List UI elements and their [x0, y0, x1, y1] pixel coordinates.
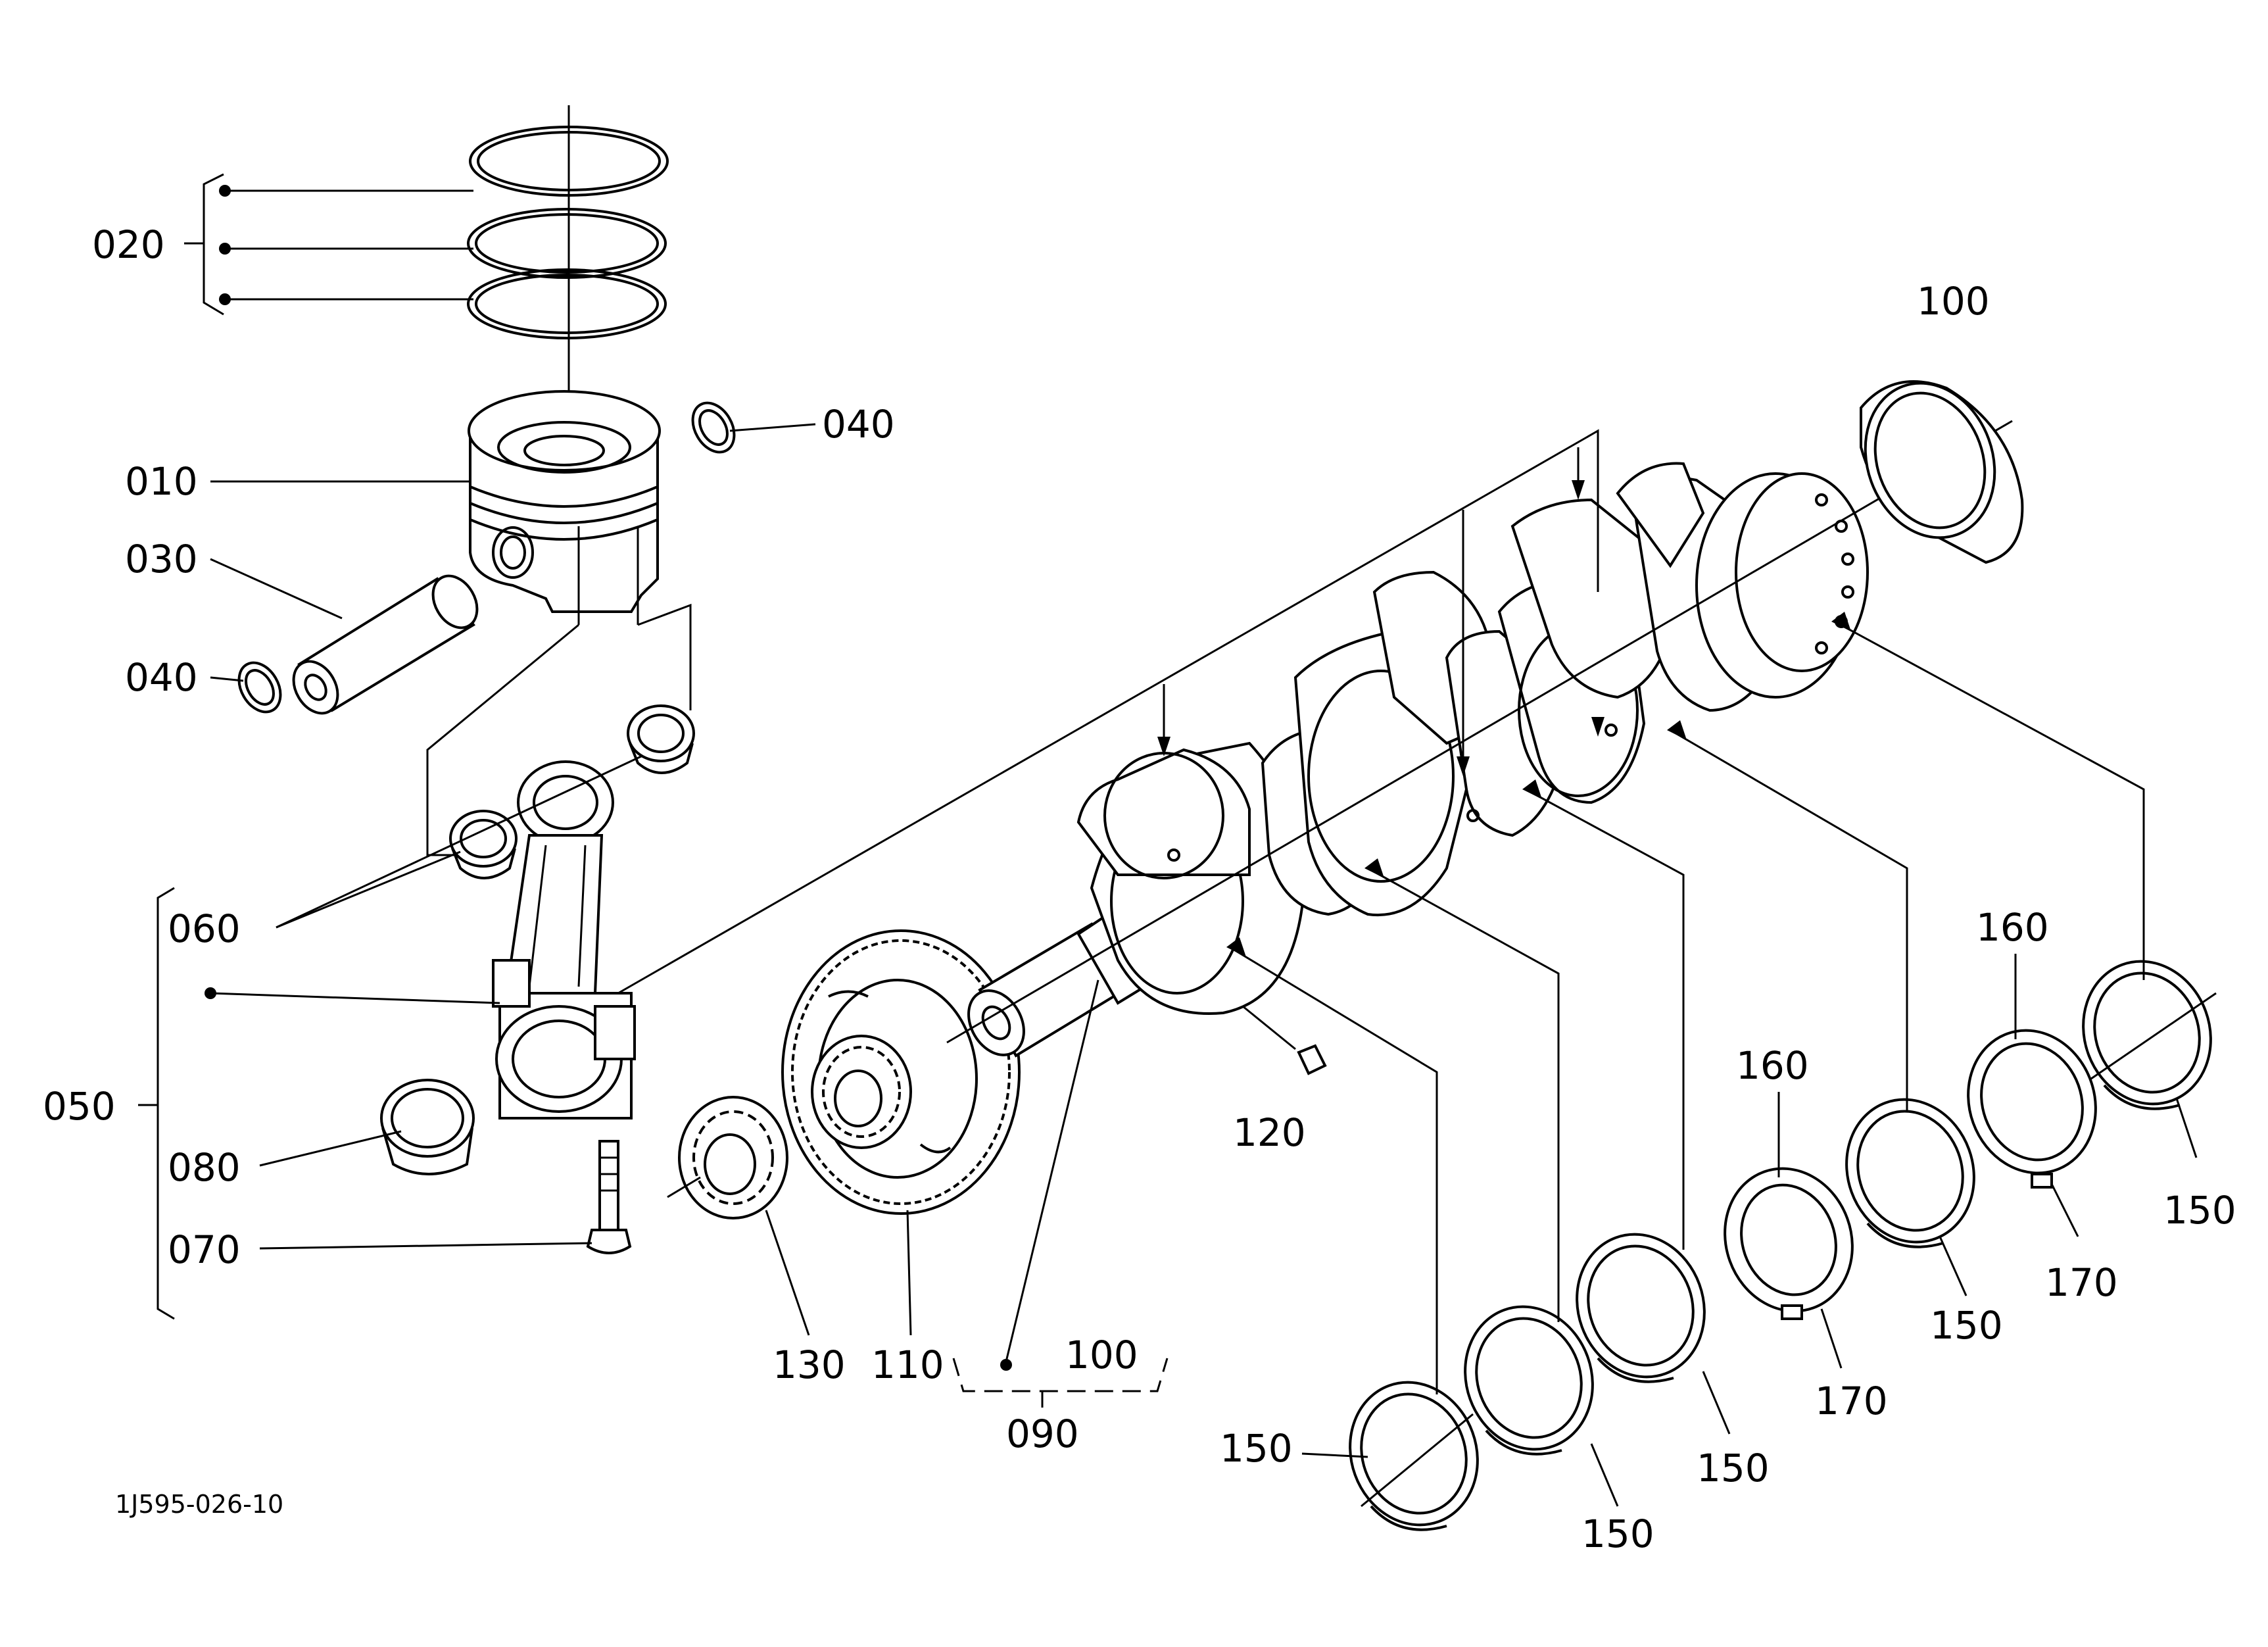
small-end-bush-right — [627, 704, 695, 774]
main-bearing-a — [1349, 1381, 1479, 1531]
label-040-upper: 040 — [822, 402, 895, 447]
label-150-b: 150 — [1581, 1512, 1654, 1556]
rear-oil-seal — [1860, 380, 2024, 564]
label-020-bracket — [184, 173, 473, 316]
label-050-bracket — [138, 887, 500, 1320]
crank-gear-130 — [667, 1096, 788, 1219]
label-080: 080 — [168, 1145, 241, 1190]
label-070: 070 — [168, 1227, 241, 1272]
rod-bolt — [586, 1140, 632, 1254]
label-030: 030 — [125, 537, 198, 581]
idle-gear-110 — [781, 929, 1021, 1215]
label-170-b: 170 — [2045, 1260, 2118, 1305]
label-170-a: 170 — [1815, 1379, 1888, 1423]
crankpin-bearing — [380, 1079, 475, 1175]
snap-ring-lower — [237, 661, 282, 714]
label-100-seal: 100 — [1917, 279, 1990, 324]
piston-pin — [292, 574, 479, 715]
thrust-washer-b — [1967, 1029, 2097, 1189]
main-bearing-c — [1576, 1233, 1706, 1383]
label-120: 120 — [1233, 1110, 1306, 1155]
label-150-e: 150 — [2163, 1188, 2236, 1233]
snap-ring-upper — [691, 401, 736, 454]
label-090: 090 — [1006, 1412, 1079, 1456]
label-150-d: 150 — [1930, 1303, 2003, 1348]
label-090-bracket — [952, 1358, 1169, 1408]
crankshaft — [946, 420, 2013, 1058]
connecting-rod — [492, 760, 636, 1119]
woodruff-key — [1297, 1044, 1327, 1075]
label-020: 020 — [92, 222, 165, 267]
label-150-c: 150 — [1697, 1446, 1770, 1490]
label-040-lower: 040 — [125, 655, 198, 700]
thrust-washer-a — [1724, 1167, 1854, 1320]
label-160-b: 160 — [1976, 905, 2049, 950]
main-bearing-b — [1464, 1305, 1594, 1456]
label-160-a: 160 — [1736, 1043, 1809, 1088]
label-110: 110 — [871, 1342, 944, 1387]
main-bearing-d — [1845, 1098, 1975, 1248]
small-end-bush-left — [449, 810, 518, 879]
drawing-reference: 1J595-026-10 — [115, 1490, 283, 1519]
label-100-crank: 100 — [1065, 1333, 1138, 1377]
label-050: 050 — [43, 1084, 116, 1129]
piston — [468, 390, 661, 625]
label-010: 010 — [125, 459, 198, 504]
piston-rings — [467, 105, 669, 401]
label-060: 060 — [168, 906, 241, 951]
label-130: 130 — [773, 1342, 846, 1387]
label-150-a: 150 — [1220, 1426, 1293, 1471]
main-bearing-e — [2082, 960, 2217, 1110]
